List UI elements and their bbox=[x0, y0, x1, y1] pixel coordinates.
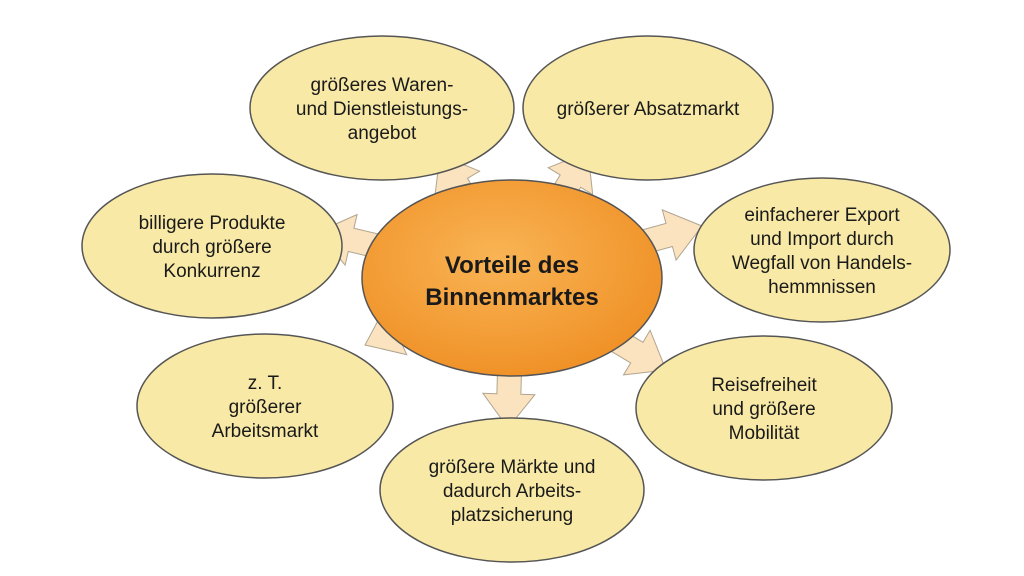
label-line: größeres Waren- bbox=[311, 75, 454, 96]
label-line: angebot bbox=[348, 123, 417, 144]
node-label: größerer Absatzmarkt bbox=[557, 99, 740, 120]
label-line: Reisefreiheit bbox=[711, 375, 817, 396]
nodes-layer: größeres Waren-und Dienstleistungs-angeb… bbox=[81, 35, 951, 563]
node-ellipse bbox=[379, 417, 645, 563]
label-line: dadurch Arbeits- bbox=[443, 481, 581, 502]
node-bottom: größere Märkte und dadurch Arbeits-platzs… bbox=[379, 417, 645, 563]
label-line: größere Märkte und bbox=[429, 457, 596, 478]
node-label: größeres Waren-und Dienstleistungs-angeb… bbox=[296, 75, 468, 144]
label-line: einfacherer Export bbox=[744, 205, 900, 226]
node-ellipse bbox=[693, 177, 951, 323]
label-line: und Import durch bbox=[750, 229, 894, 250]
label-line: Konkurrenz bbox=[163, 261, 260, 282]
node-ellipse bbox=[81, 173, 343, 319]
label-line: z. T. bbox=[248, 373, 283, 394]
node-ellipse bbox=[522, 35, 774, 181]
label-line: größerer bbox=[229, 397, 303, 418]
label-line: Wegfall von Handels- bbox=[732, 253, 912, 274]
label-line: und Dienstleistungs- bbox=[296, 99, 468, 120]
node-ellipse bbox=[635, 335, 893, 481]
node-top-left: größeres Waren-und Dienstleistungs-angeb… bbox=[249, 35, 515, 181]
label-line: durch größere bbox=[152, 237, 271, 258]
label-line: Mobilität bbox=[729, 423, 800, 444]
node-top-right: größerer Absatzmarkt bbox=[522, 35, 774, 181]
node-ellipse bbox=[249, 35, 515, 181]
label-line: billigere Produkte bbox=[139, 213, 286, 234]
label-line: Binnenmarktes bbox=[425, 284, 598, 311]
label-line: platzsicherung bbox=[451, 505, 574, 526]
label-line: Vorteile des bbox=[445, 252, 579, 279]
label-line: hemmnissen bbox=[768, 277, 876, 298]
label-line: größerer Absatzmarkt bbox=[557, 99, 740, 120]
label-line: und größere bbox=[712, 399, 816, 420]
label-line: Arbeitsmarkt bbox=[212, 421, 319, 442]
center-ellipse bbox=[361, 179, 663, 377]
node-ellipse bbox=[136, 333, 394, 479]
node-label: größere Märkte und dadurch Arbeits-platzs… bbox=[429, 457, 596, 526]
